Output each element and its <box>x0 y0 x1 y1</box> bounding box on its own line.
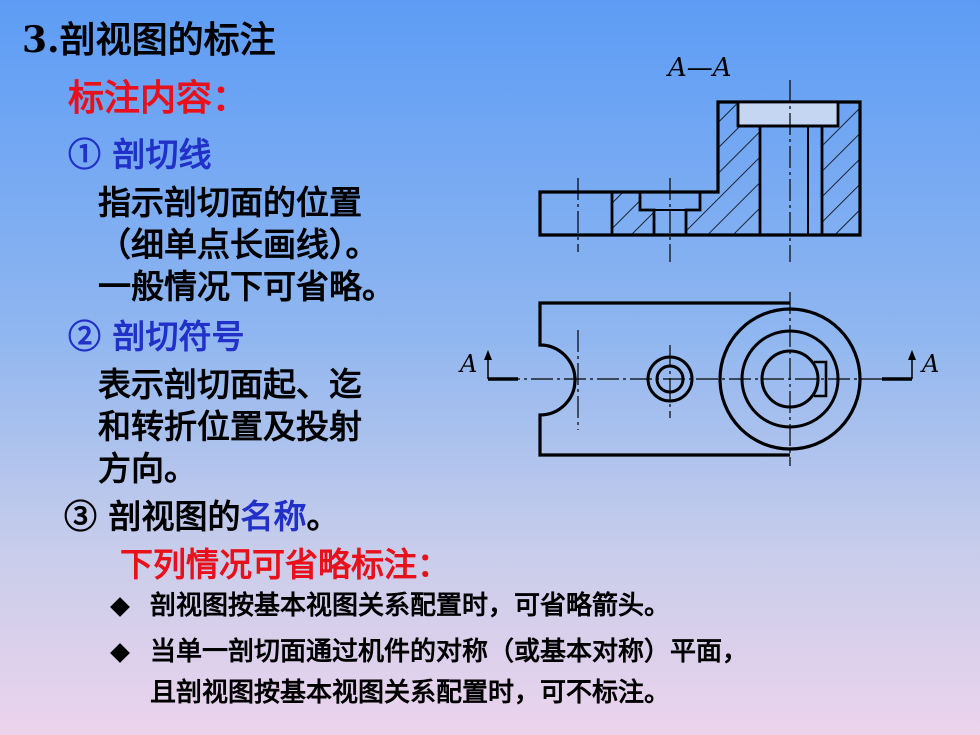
omit-heading: 下列情况可省略标注： <box>120 545 450 584</box>
item-2-line-2: 和转折位置及投射 <box>98 407 362 446</box>
item-3-prefix: ③ 剖视图的 <box>64 497 241 536</box>
bullet-1-line-1: 剖视图按基本视图关系配置时，可省略箭头。 <box>150 591 671 621</box>
bullet-2-line-1: 当单一剖切面通过机件的对称（或基本对称）平面， <box>150 637 749 667</box>
top-view <box>484 292 916 466</box>
item-2-label: ② 剖切符号 <box>68 317 245 356</box>
item-1-line-2: （细单点长画线）。 <box>98 225 379 264</box>
slide-title: 3.剖视图的标注 <box>22 19 276 61</box>
cut-marker-left: A <box>458 350 477 378</box>
item-3: ③ 剖视图的名称。 <box>64 500 340 533</box>
item-2-line-3: 方向。 <box>98 449 197 488</box>
cut-marker-right: A <box>920 350 939 378</box>
item-2-line-1: 表示剖切面起、迄 <box>98 365 362 404</box>
item-1-line-3: 一般情况下可省略。 <box>98 267 395 306</box>
section-view <box>538 80 862 262</box>
subheading: 标注内容： <box>68 77 249 119</box>
item-3-highlight: 名称 <box>240 497 307 536</box>
item-1-line-1: 指示剖切面的位置 <box>98 183 362 222</box>
section-label: A—A <box>666 53 732 83</box>
bullet-2-line-2: 且剖视图按基本视图关系配置时，可不标注。 <box>150 678 671 708</box>
item-3-suffix: 。 <box>306 497 340 536</box>
item-1-label: ① 剖切线 <box>68 135 212 174</box>
